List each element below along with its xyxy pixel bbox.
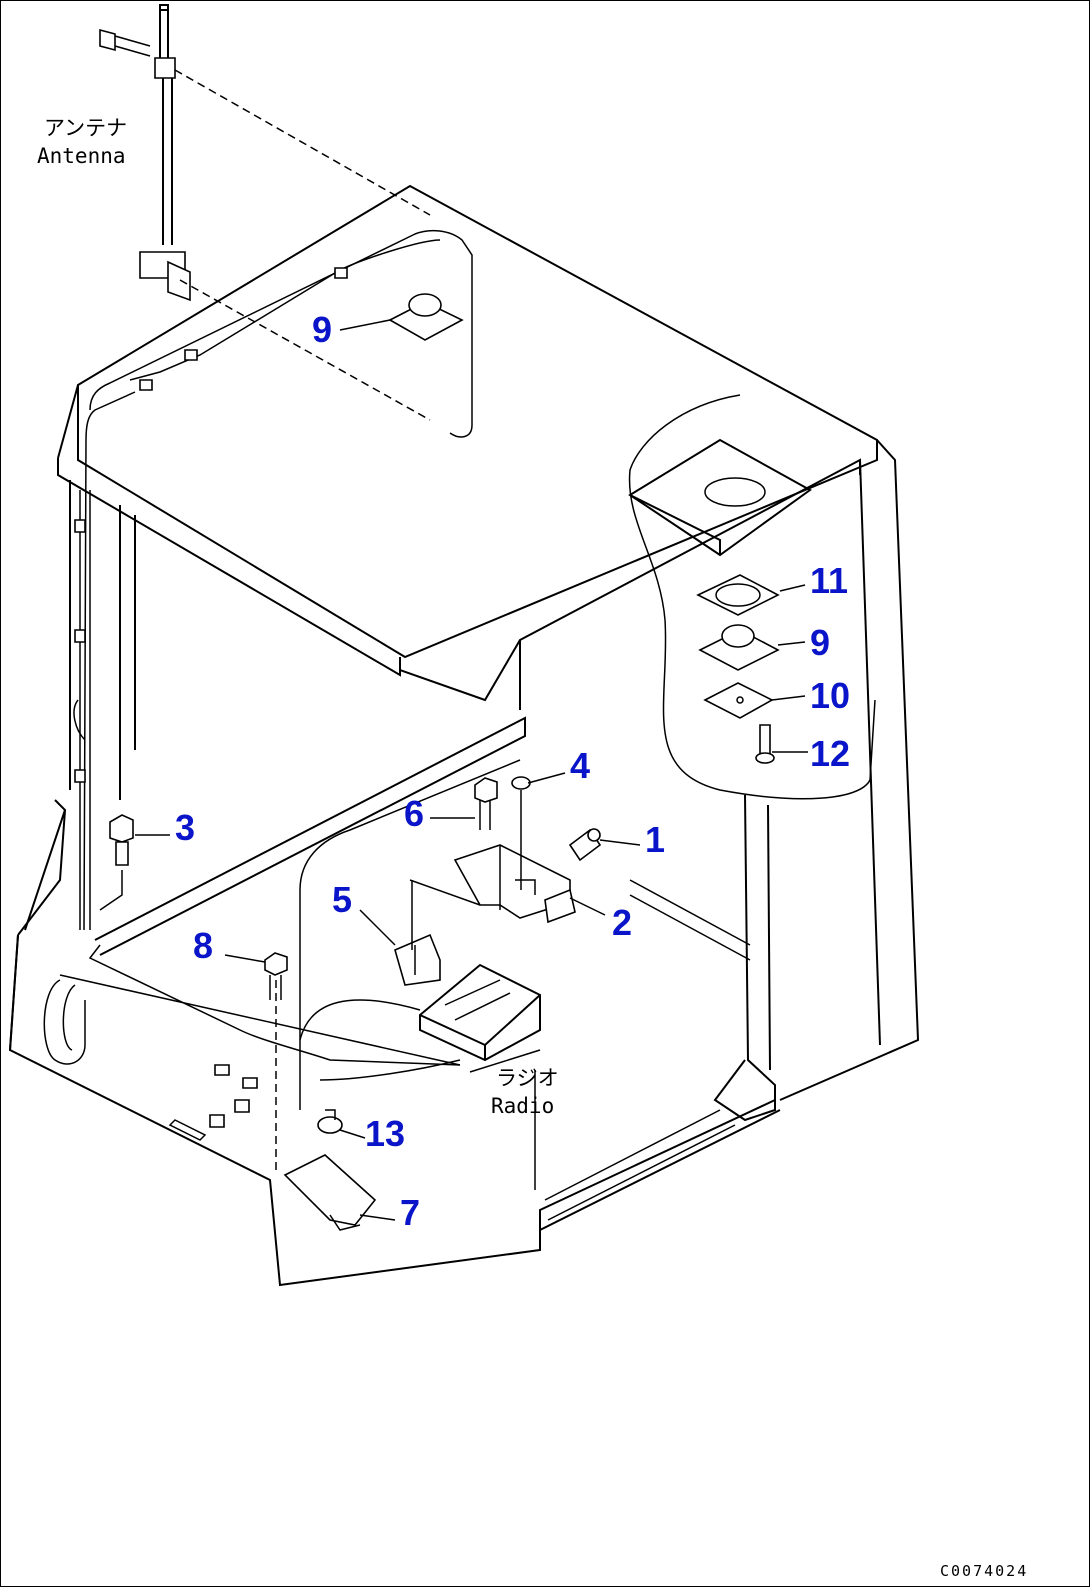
clip-13	[317, 1109, 343, 1134]
callout-13: 13	[365, 1113, 405, 1154]
callout-2: 2	[612, 902, 632, 943]
radio-label-en: Radio	[491, 1094, 554, 1118]
part-1	[568, 828, 602, 862]
speaker-gasket-11	[696, 574, 780, 616]
callout-6: 6	[404, 793, 424, 834]
antenna-label-en: Antenna	[37, 144, 126, 168]
bracket-5	[394, 880, 441, 986]
callout-1: 1	[645, 819, 665, 860]
bolt-3	[99, 814, 134, 911]
screw-12	[755, 724, 775, 764]
callout-9-right: 9	[810, 622, 830, 663]
connection-lines	[174, 69, 481, 1170]
antenna-label-jp: アンテナ	[44, 116, 127, 140]
speaker-9-right	[698, 624, 780, 671]
callout-5: 5	[332, 879, 352, 920]
callout-12: 12	[810, 733, 850, 774]
radio-unit	[419, 963, 541, 1062]
speaker-cover-10	[703, 682, 774, 719]
bracket-2	[453, 844, 576, 924]
callout-4: 4	[570, 745, 590, 786]
leader-lines	[135, 319, 808, 1221]
callout-9-top: 9	[312, 309, 332, 350]
bracket-7	[283, 1154, 377, 1231]
cab-body	[8, 184, 920, 1287]
radio-label-jp: ラジオ	[496, 1066, 559, 1090]
drawing-code: C0074024	[940, 1562, 1028, 1580]
callout-3: 3	[175, 807, 195, 848]
bolt-8	[264, 952, 288, 1000]
callout-11: 11	[810, 560, 848, 601]
callout-10: 10	[810, 675, 850, 716]
bolt-6	[474, 777, 498, 830]
callout-8: 8	[193, 925, 213, 966]
callout-7: 7	[400, 1192, 420, 1233]
speaker-9-top	[388, 293, 464, 341]
antenna	[99, 4, 191, 302]
